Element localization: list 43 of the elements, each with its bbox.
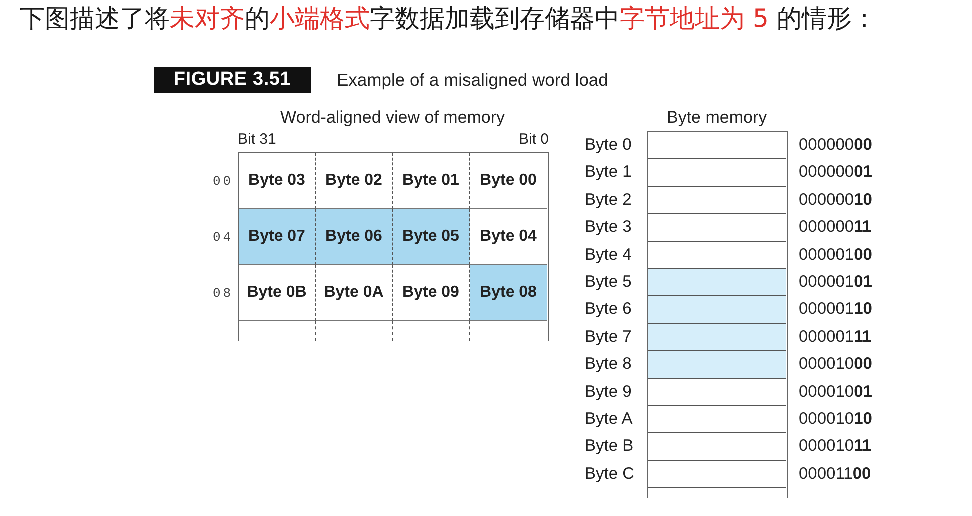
binary-address: 00001000 bbox=[799, 354, 872, 376]
binary-address: 00001100 bbox=[799, 464, 872, 485]
binary-address: 00000100 bbox=[799, 244, 872, 266]
table-cell: Byte 07 bbox=[239, 209, 316, 265]
figure-badge: FIGURE 3.51 bbox=[154, 67, 311, 93]
table-cell: Byte 00 bbox=[470, 153, 547, 209]
binary-address: 00001001 bbox=[799, 382, 872, 403]
binary-address: 00001010 bbox=[799, 409, 872, 430]
byte-label: Byte 3 bbox=[585, 217, 632, 238]
table-cell: Byte 06 bbox=[316, 209, 393, 265]
bit-label: Bit 31 bbox=[238, 131, 276, 149]
binary-address: 00000110 bbox=[799, 299, 872, 320]
figure-caption: Example of a misaligned word load bbox=[337, 69, 608, 91]
byte-label: Byte 2 bbox=[585, 190, 632, 211]
binary-address: 00000101 bbox=[799, 272, 872, 293]
byte-label: Byte 8 bbox=[585, 354, 632, 376]
byte-label: Byte 0 bbox=[585, 135, 632, 156]
binary-address: 00000011 bbox=[799, 217, 872, 238]
bit-label: Bit 0 bbox=[519, 131, 550, 149]
byte-label: Byte A bbox=[585, 409, 633, 430]
row-address: 00 bbox=[213, 172, 234, 190]
table-heading: Word-aligned view of memory bbox=[280, 108, 506, 128]
binary-address: 00000010 bbox=[799, 190, 872, 211]
byte-label: Byte 6 bbox=[585, 299, 632, 320]
byte-label: Byte 7 bbox=[585, 326, 632, 348]
heading: 下图描述了将未对齐的小端格式字数据加载到存储器中字节地址为 5 的情形： bbox=[20, 3, 877, 35]
table-cell: Byte 05 bbox=[393, 209, 470, 265]
table-cell: Byte 08 bbox=[470, 265, 547, 321]
column-heading: Byte memory bbox=[667, 108, 768, 128]
table-cell: Byte 0A bbox=[316, 265, 393, 321]
byte-label: Byte B bbox=[585, 436, 634, 458]
row-address: 08 bbox=[213, 284, 234, 302]
byte-label: Byte 1 bbox=[585, 162, 632, 184]
binary-address: 00000001 bbox=[799, 162, 872, 184]
table-cell: Byte 0B bbox=[239, 265, 316, 321]
binary-address: 00000111 bbox=[799, 326, 872, 348]
byte-label: Byte 4 bbox=[585, 244, 632, 266]
row-address: 04 bbox=[213, 228, 234, 246]
byte-label: Byte 9 bbox=[585, 382, 632, 403]
byte-label: Byte C bbox=[585, 464, 635, 485]
binary-address: 00000000 bbox=[799, 135, 872, 156]
binary-address: 00001011 bbox=[799, 436, 872, 458]
byte-label: Byte 5 bbox=[585, 272, 632, 293]
